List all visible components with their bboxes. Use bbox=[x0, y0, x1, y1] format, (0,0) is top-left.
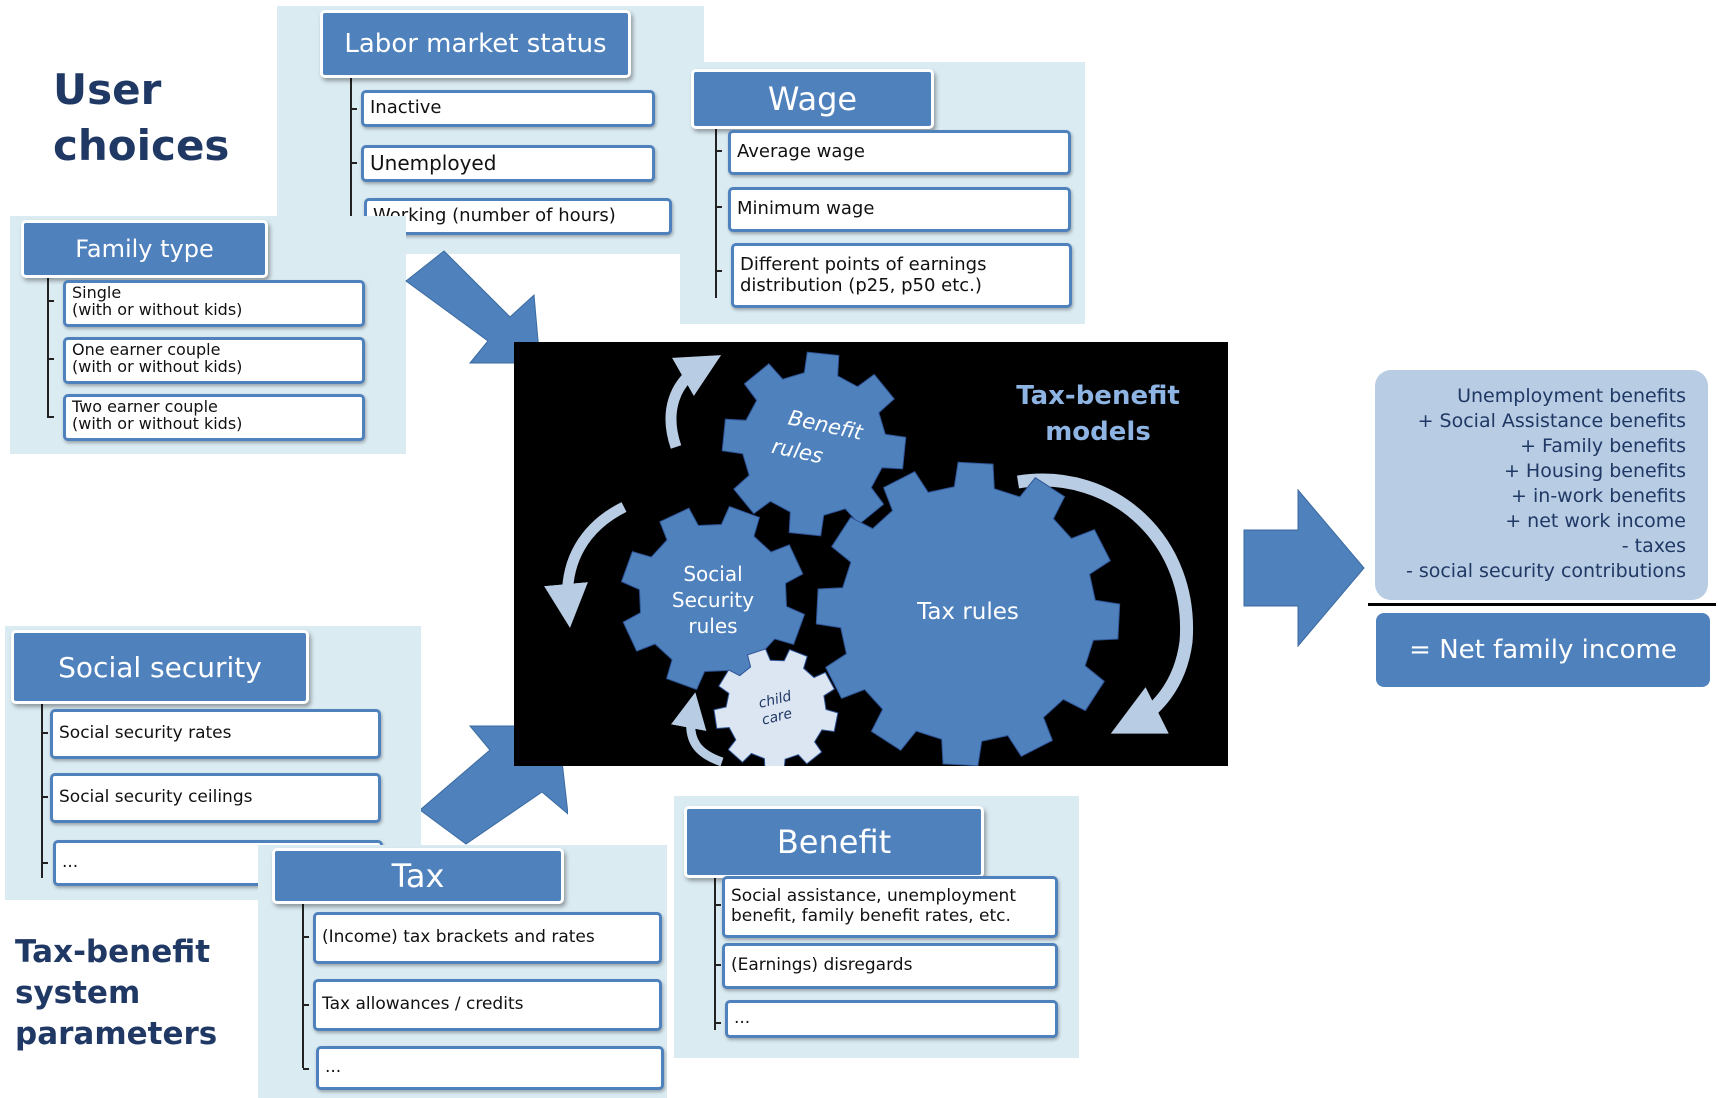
wage-header: Wage bbox=[691, 69, 934, 129]
family-header-label: Family type bbox=[75, 235, 214, 263]
labor-header-label: Labor market status bbox=[344, 29, 607, 59]
labor-item-label: Inactive bbox=[370, 97, 442, 119]
ss-item-ceilings: Social security ceilings bbox=[50, 773, 381, 823]
family-item-line: (with or without kids) bbox=[72, 413, 243, 433]
income-line: + Social Assistance benefits bbox=[1417, 410, 1686, 432]
labor-header: Labor market status bbox=[320, 10, 631, 78]
labor-item-working: Working (number of hours) bbox=[364, 198, 672, 235]
family-item-line: (with or without kids) bbox=[72, 356, 243, 376]
net-family-income-label: = Net family income bbox=[1409, 635, 1677, 665]
family-item-two-earner: Two earner couple (with or without kids) bbox=[63, 394, 365, 441]
net-family-income-box: = Net family income bbox=[1376, 613, 1710, 687]
labor-item-label: Unemployed bbox=[370, 151, 497, 175]
benefit-item-disregards: (Earnings) disregards bbox=[722, 943, 1058, 989]
tax-item-brackets: (Income) tax brackets and rates bbox=[313, 912, 662, 964]
tax-rules-gear bbox=[815, 461, 1121, 766]
income-line: + in-work benefits bbox=[1511, 485, 1686, 507]
social-security-header-label: Social security bbox=[58, 650, 262, 684]
arrow-user-choices-to-models bbox=[405, 250, 541, 364]
arrow-models-to-result bbox=[1243, 488, 1365, 648]
parameters-title: Tax-benefit system parameters bbox=[15, 932, 217, 1055]
income-line: + Housing benefits bbox=[1503, 460, 1686, 482]
child-gear-label-1: child bbox=[757, 688, 793, 712]
labor-item-inactive: Inactive bbox=[361, 90, 655, 127]
family-item-line: (with or without kids) bbox=[72, 299, 243, 319]
gears-illustration: Benefit rules Social Security rules Tax … bbox=[544, 351, 1194, 766]
benefit-header: Benefit bbox=[684, 806, 984, 878]
family-item-line: Single bbox=[72, 283, 122, 302]
wage-item-minimum: Minimum wage bbox=[728, 187, 1071, 232]
income-line: + net work income bbox=[1505, 510, 1686, 532]
ss-item-label: Social security ceilings bbox=[59, 787, 253, 808]
parameters-line-3: parameters bbox=[15, 1016, 218, 1052]
social-gear-label-1: Social bbox=[683, 562, 742, 586]
parameters-line-2: system bbox=[15, 975, 141, 1011]
tax-item-allowances: Tax allowances / credits bbox=[313, 979, 662, 1031]
tax-header: Tax bbox=[272, 848, 564, 904]
user-choices-title: User choices bbox=[53, 62, 229, 174]
family-item-line: One earner couple bbox=[72, 340, 221, 359]
user-choices-line-1: User bbox=[53, 65, 162, 114]
social-gear-label-2: Security bbox=[672, 588, 754, 612]
tax-item-more: ... bbox=[316, 1046, 664, 1090]
tax-item-label: Tax allowances / credits bbox=[322, 994, 524, 1015]
labor-item-unemployed: Unemployed bbox=[361, 145, 655, 182]
wage-item-label: Different points of earnings distributio… bbox=[740, 253, 987, 296]
income-components-box: Unemployment benefits + Social Assistanc… bbox=[1375, 370, 1708, 600]
parameters-line-1: Tax-benefit bbox=[15, 934, 211, 970]
income-line: - social security contributions bbox=[1405, 560, 1686, 582]
tax-item-label: (Income) tax brackets and rates bbox=[322, 927, 595, 948]
social-security-header: Social security bbox=[11, 630, 309, 704]
labor-item-label: Working (number of hours) bbox=[373, 205, 616, 227]
tax-item-label: ... bbox=[325, 1057, 342, 1078]
ss-item-label: ... bbox=[62, 852, 79, 873]
tax-header-label: Tax bbox=[391, 857, 445, 895]
gear-tax-shape bbox=[815, 461, 1121, 766]
wage-item-label: Average wage bbox=[737, 141, 865, 163]
income-line: - taxes bbox=[1621, 535, 1686, 557]
benefit-header-label: Benefit bbox=[776, 823, 892, 861]
family-header: Family type bbox=[21, 220, 268, 278]
sum-divider bbox=[1368, 603, 1716, 606]
cycle-arrow-right bbox=[1017, 473, 1194, 734]
wage-item-average: Average wage bbox=[728, 130, 1071, 175]
user-choices-line-2: choices bbox=[53, 121, 230, 170]
wage-item-label: Minimum wage bbox=[737, 198, 875, 220]
wage-header-label: Wage bbox=[767, 80, 858, 118]
child-care-gear bbox=[713, 648, 839, 766]
cycle-arrow-left bbox=[544, 502, 627, 628]
benefit-item-label: Social assistance, unemployment benefit,… bbox=[731, 886, 1016, 926]
family-item-one-earner: One earner couple (with or without kids) bbox=[63, 337, 365, 384]
income-line: + Family benefits bbox=[1520, 435, 1686, 457]
benefit-item-more: ... bbox=[725, 1000, 1058, 1038]
models-title-line-2: models bbox=[1045, 417, 1151, 447]
wage-item-distribution: Different points of earnings distributio… bbox=[731, 243, 1072, 308]
social-gear-label-3: rules bbox=[688, 614, 737, 638]
ss-item-label: Social security rates bbox=[59, 723, 232, 744]
benefit-item-label: ... bbox=[734, 1008, 751, 1029]
ss-item-rates: Social security rates bbox=[50, 709, 381, 759]
child-gear-label-2: care bbox=[760, 706, 794, 729]
gear-child-shape bbox=[713, 648, 839, 766]
family-item-single: Single (with or without kids) bbox=[63, 280, 365, 327]
family-item-line: Two earner couple bbox=[72, 397, 218, 416]
benefit-item-assistance: Social assistance, unemployment benefit,… bbox=[722, 876, 1058, 938]
tax-gear-label: Tax rules bbox=[916, 599, 1019, 625]
benefit-item-label: (Earnings) disregards bbox=[731, 955, 913, 976]
cycle-arrow-bottom bbox=[670, 692, 724, 766]
models-title-line-1: Tax-benefit bbox=[1016, 381, 1180, 411]
cycle-arrow-top-left bbox=[665, 355, 722, 449]
income-line: Unemployment benefits bbox=[1457, 385, 1686, 407]
